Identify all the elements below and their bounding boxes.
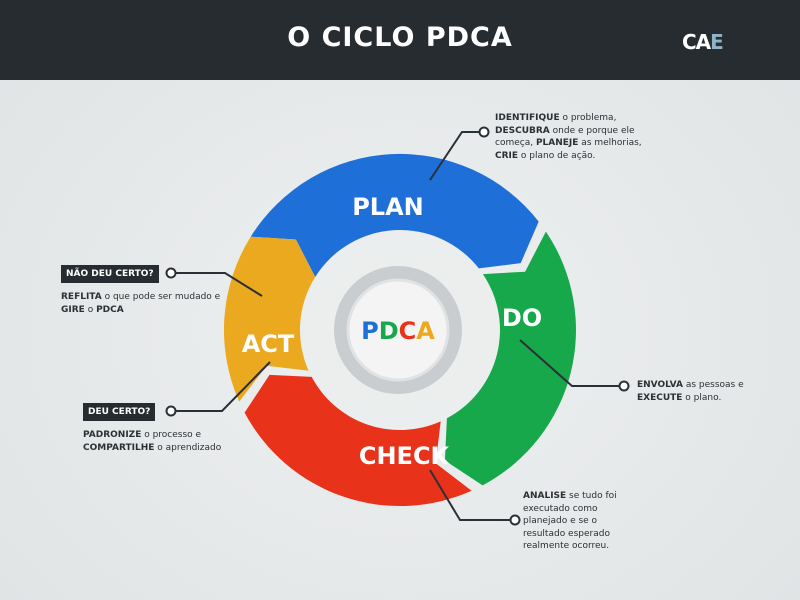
act-no-dot — [165, 267, 177, 279]
act-not-ok-description: REFLITA o que pode ser mudado e GIRE o P… — [61, 292, 221, 315]
plan-label: PLAN — [352, 193, 424, 221]
check-connector — [429, 469, 515, 521]
plan-connector — [429, 131, 480, 181]
check-label: CHECK — [359, 442, 451, 470]
act-segment — [223, 236, 316, 402]
act-label: ACT — [242, 330, 295, 358]
do-connector — [519, 339, 620, 387]
callout-lines — [175, 131, 620, 521]
check-description: ANALISE se tudo foi executado como plane… — [523, 491, 617, 551]
do-label: DO — [502, 304, 542, 332]
do-description: ENVOLVA as pessoas e EXECUTE o plano. — [637, 380, 744, 403]
do-segment — [444, 231, 576, 486]
act-yes-dot — [165, 405, 177, 417]
header-bar: O CICLO PDCA CAE — [0, 0, 800, 80]
act-yes-connector — [175, 361, 271, 412]
page-title: O CICLO PDCA — [287, 22, 513, 53]
check-dot — [509, 514, 521, 526]
act-no-connector — [175, 272, 263, 297]
do-dot — [618, 380, 630, 392]
plan-segment — [250, 153, 539, 277]
act-not-ok-tag: NÃO DEU CERTO? — [61, 265, 159, 283]
act-ok-description: PADRONIZE o processo e COMPARTILHE o apr… — [83, 430, 222, 453]
act-ok-tag: DEU CERTO? — [83, 403, 156, 421]
plan-description: IDENTIFIQUE o problema, DESCUBRA onde e … — [495, 113, 642, 161]
cae-logo: CAE — [682, 30, 724, 54]
center-disc — [346, 278, 450, 382]
check-segment — [244, 374, 472, 507]
center-pdca-label: PDCA — [361, 317, 435, 345]
plan-dot — [478, 126, 490, 138]
